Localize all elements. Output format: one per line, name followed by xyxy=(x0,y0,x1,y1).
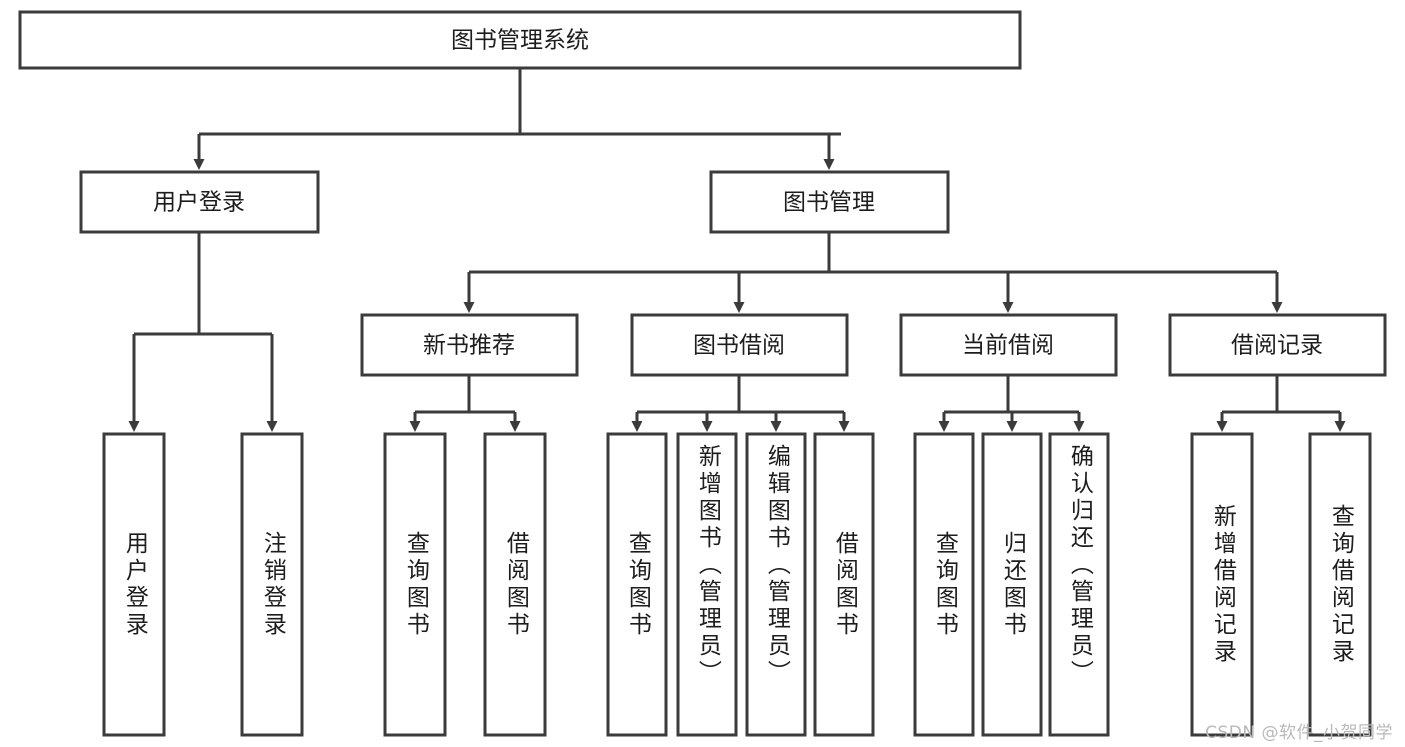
node-new-book-recommend[interactable]: 新书推荐 xyxy=(360,313,579,377)
leaf-box-edit-book[interactable] xyxy=(745,432,807,737)
leaf-box-add-record[interactable] xyxy=(1190,432,1254,737)
node-user-login-label: 用户登录 xyxy=(153,190,245,216)
node-book-borrow[interactable]: 图书借阅 xyxy=(630,313,849,377)
leaf-box-add-book[interactable] xyxy=(676,432,738,737)
node-book-management[interactable]: 图书管理 xyxy=(709,170,950,234)
node-current-borrow-label: 当前借阅 xyxy=(962,333,1054,359)
node-current-borrow[interactable]: 当前借阅 xyxy=(899,313,1118,377)
leaf-box-user-logout[interactable] xyxy=(240,432,304,737)
csdn-watermark: CSDN @软件_小贺同学 xyxy=(1205,723,1393,743)
node-book-borrow-box[interactable] xyxy=(630,313,849,377)
node-user-login-box[interactable] xyxy=(79,170,320,234)
edges-user-login-to-leaves xyxy=(128,232,278,432)
edges-book-borrow-to-leaves xyxy=(631,375,850,432)
node-new-book-recommend-label: 新书推荐 xyxy=(423,333,515,359)
node-borrow-record[interactable]: 借阅记录 xyxy=(1168,313,1387,377)
node-borrow-record-label: 借阅记录 xyxy=(1231,333,1323,359)
leaf-box-query-record[interactable] xyxy=(1308,432,1372,737)
leaf-box-query-book-3[interactable] xyxy=(913,432,975,737)
node-current-borrow-box[interactable] xyxy=(899,313,1118,377)
leaf-box-return-book[interactable] xyxy=(981,432,1043,737)
leaf-box-borrow-book-2[interactable] xyxy=(813,432,875,737)
node-new-book-recommend-box[interactable] xyxy=(360,313,579,377)
leaf-box-borrow-book-1[interactable] xyxy=(483,432,547,737)
node-book-management-box[interactable] xyxy=(709,170,950,234)
edges-borrow-record-to-leaves xyxy=(1216,375,1346,432)
node-book-management-label: 图书管理 xyxy=(783,190,875,216)
edges-current-borrow-to-leaves xyxy=(938,375,1085,432)
edges-root-to-level1 xyxy=(193,68,841,170)
leaf-box-confirm-return[interactable] xyxy=(1048,432,1110,737)
node-user-login[interactable]: 用户登录 xyxy=(79,170,320,234)
node-root-label: 图书管理系统 xyxy=(451,28,589,54)
edges-book-management-to-level2 xyxy=(463,232,1283,313)
node-root-box[interactable] xyxy=(18,10,1022,70)
node-book-borrow-label: 图书借阅 xyxy=(693,333,785,359)
leaf-box-query-book-1[interactable] xyxy=(383,432,447,737)
node-borrow-record-box[interactable] xyxy=(1168,313,1387,377)
leaf-box-query-book-2[interactable] xyxy=(606,432,668,737)
leaf-box-user-login[interactable] xyxy=(102,432,166,737)
edges-new-book-recommend-to-leaves xyxy=(409,375,521,432)
node-root[interactable]: 图书管理系统 xyxy=(18,10,1022,70)
leaf-boxes xyxy=(102,432,1372,737)
